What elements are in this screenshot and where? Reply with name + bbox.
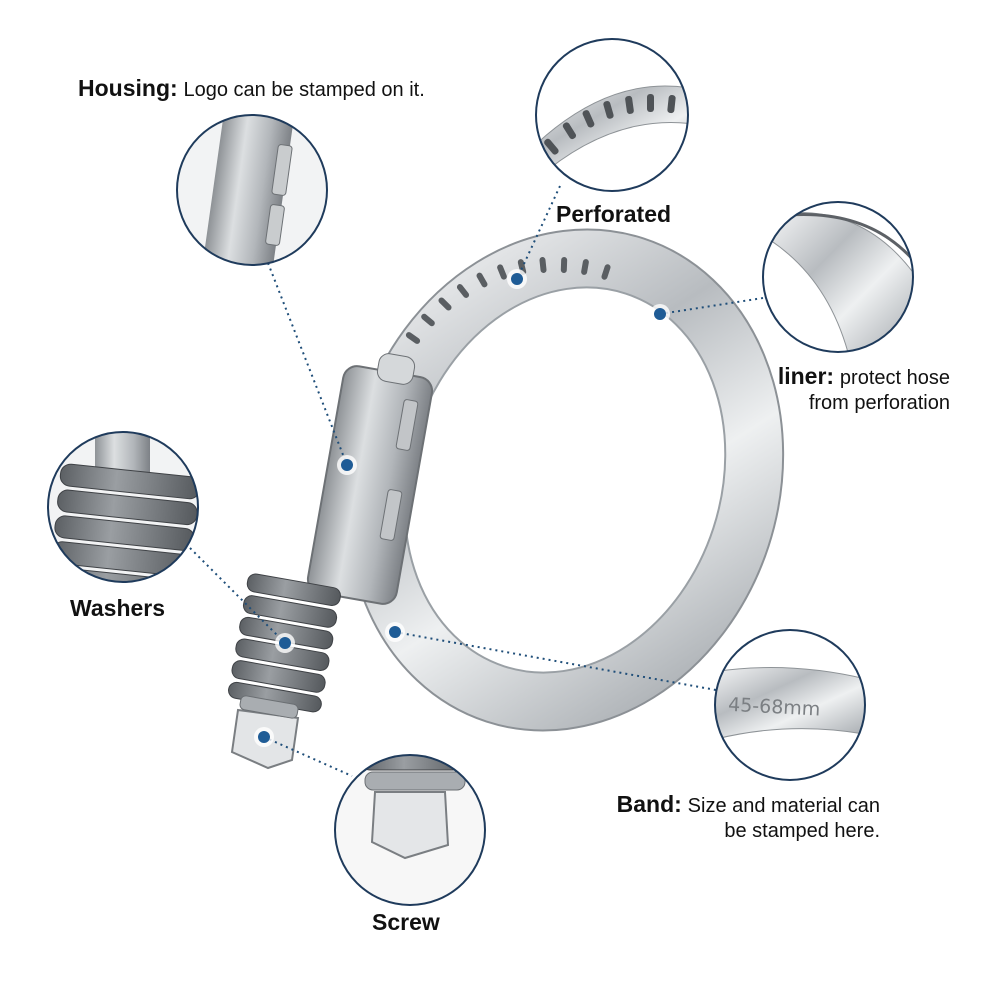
liner-title: liner: [777, 363, 835, 389]
zoom-screw [334, 754, 486, 906]
liner-description-line1: protect hose [839, 367, 950, 389]
housing-top-cap [376, 353, 416, 385]
zoom-perforated [535, 38, 689, 192]
liner-label: liner: protect hose from perforation [778, 362, 950, 416]
screw-label: Screw [372, 908, 440, 937]
callout-dots [254, 269, 670, 747]
screw-title: Screw [372, 909, 440, 935]
zoom-band: 45-68mm [714, 629, 866, 781]
zoom-washers [47, 431, 199, 583]
band-label: Band: Size and material can be stamped h… [617, 790, 880, 844]
band-title: Band: [616, 791, 682, 817]
perforated-label: Perforated [556, 200, 671, 229]
housing-label: Housing: Logo can be stamped on it. [78, 74, 425, 103]
washers-title: Washers [70, 595, 166, 621]
housing-tab-2 [379, 489, 403, 541]
screw-collar [239, 695, 299, 719]
liner-description-line2: from perforation [808, 392, 950, 415]
band-description-line1: Size and material can [687, 795, 880, 817]
zoom-housing [176, 114, 328, 266]
callout-connectors [189, 185, 764, 777]
housing-title: Housing: [78, 75, 178, 101]
housing-description: Logo can be stamped on it. [183, 79, 425, 101]
clamp [228, 228, 785, 770]
zoom-liner [762, 201, 914, 353]
band-description-line2: be stamped here. [724, 820, 880, 843]
washers-label: Washers [70, 594, 165, 623]
band-stamp-text: 45-68mm [728, 694, 821, 721]
housing-tab-1 [395, 399, 419, 451]
perforated-title: Perforated [556, 201, 672, 227]
